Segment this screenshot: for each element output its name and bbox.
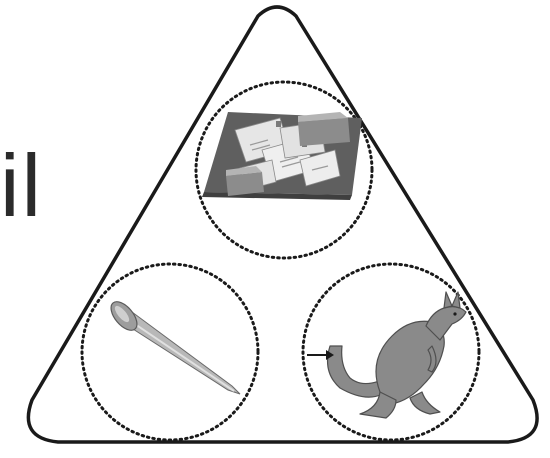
kangaroo-eye [453,312,457,316]
nail-circle [80,262,260,442]
word-fragment: il [0,136,44,235]
kangaroo-circle [301,262,481,442]
triangle-outline [26,5,539,444]
kangaroo-icon [327,291,467,419]
mail-pile-icon [202,112,362,200]
arrow-icon [307,350,334,360]
kangaroo-dotted-circle [301,262,481,442]
mail-circle [194,80,374,260]
mail-dotted-circle [194,80,374,260]
nail-dotted-circle [80,262,260,442]
nail-icon [110,301,241,395]
